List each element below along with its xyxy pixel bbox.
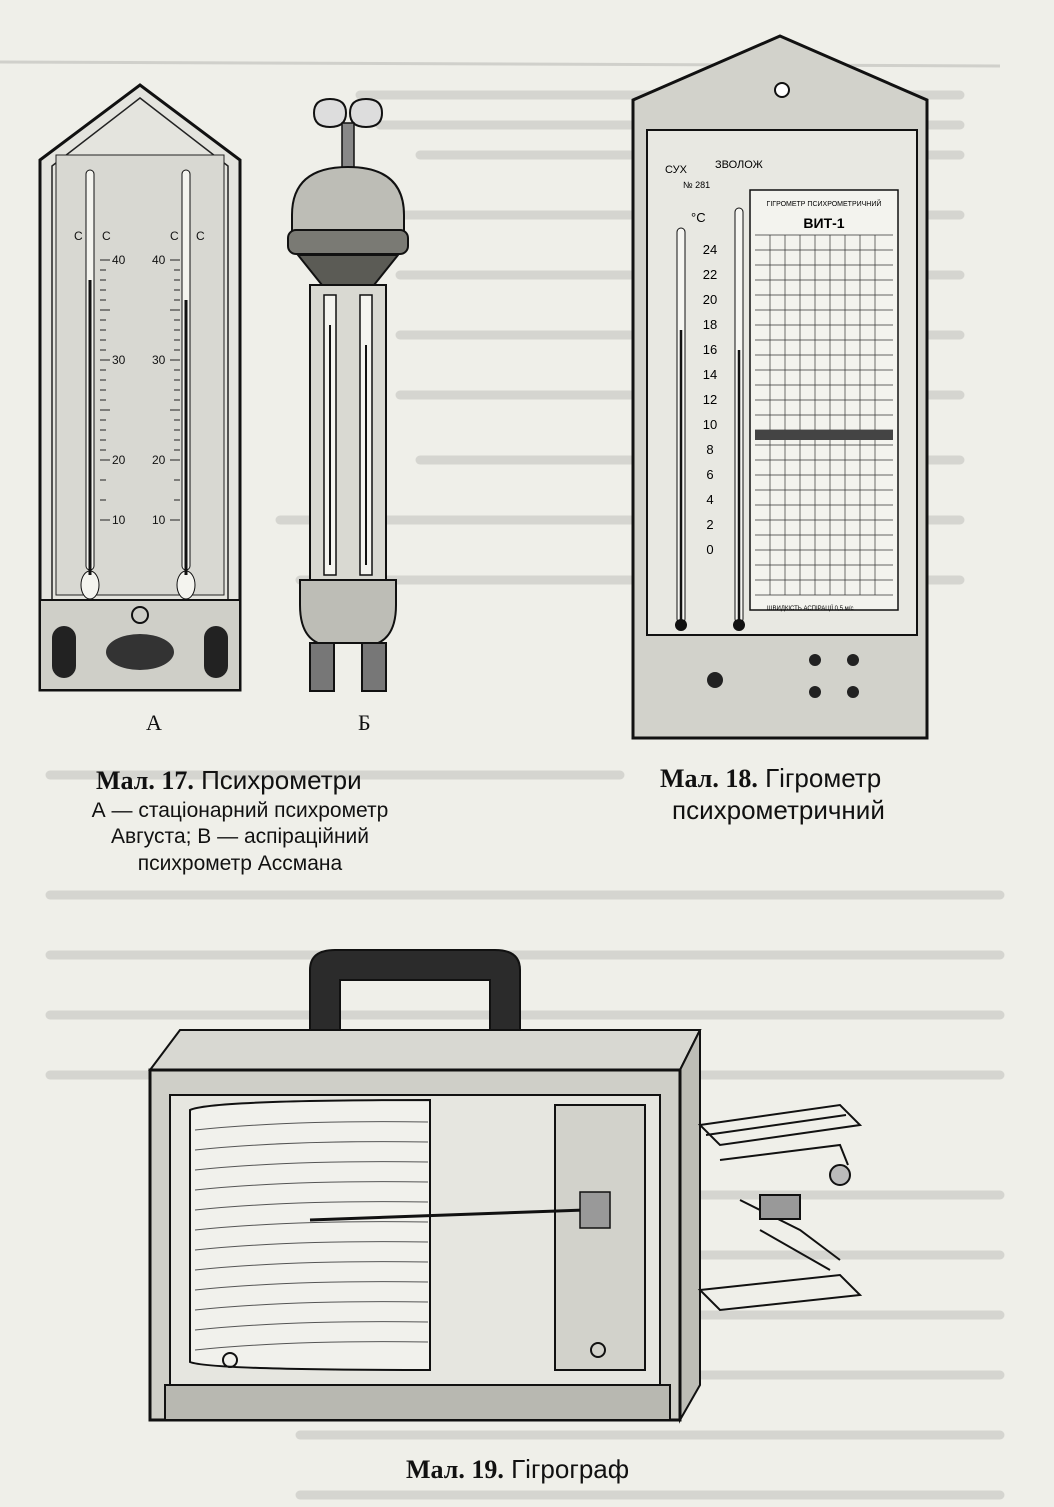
figure-18-number: Мал. 18. (660, 764, 758, 793)
figure-17-legend-line-2: Августа; В — аспіраційний (110, 825, 370, 849)
figure-18-title-line-2: психрометричний (672, 795, 885, 825)
figure-17-legend: А — стаціонарний психрометр Августа; В —… (50, 798, 430, 877)
figure-17-caption: Мал. 17. Психрометри (96, 764, 416, 798)
scale-6: 6 (706, 467, 713, 482)
scale-0: 0 (706, 542, 713, 557)
scale-mark-40: 40 (112, 253, 126, 267)
figure-19-number: Мал. 19. (406, 1455, 504, 1484)
scale-12: 12 (703, 392, 717, 407)
left-scale-unit-b: С (102, 229, 111, 243)
dry-thermometer-label: СУХ (665, 164, 688, 176)
temperature-unit: °C (691, 210, 706, 225)
scale-mark-20: 20 (112, 453, 126, 467)
figure-letter-a: А (146, 710, 162, 735)
scale-18: 18 (703, 317, 717, 332)
serial-number: № 281 (683, 180, 710, 190)
plate-footer: ШВИДКІСТЬ АСПІРАЦІЇ 0,5 м/с (767, 605, 853, 612)
scale-mark-30: 30 (112, 353, 126, 367)
scale-20: 20 (703, 292, 717, 307)
figure-19-caption: Мал. 19. Гігрограф (406, 1453, 726, 1487)
wet-thermometer-label: ЗВОЛОЖ (715, 159, 763, 171)
scale-16: 16 (703, 342, 717, 357)
scale-mark-40-r: 40 (152, 253, 166, 267)
scale-mark-10: 10 (112, 513, 126, 527)
scale-mark-30-r: 30 (152, 353, 166, 367)
scale-22: 22 (703, 267, 717, 282)
right-scale-unit: С (170, 229, 179, 243)
august-psychrometer-illustration: С С С С 40 30 20 10 40 30 20 10 (38, 83, 242, 692)
figure-17-legend-line-1: А — стаціонарний психрометр (91, 799, 389, 822)
plate-model: ВИТ-1 (803, 215, 844, 231)
right-scale-unit-b: С (196, 229, 205, 243)
figure-17-number: Мал. 17. (96, 766, 194, 795)
scale-4: 4 (706, 492, 713, 507)
assmann-psychrometer-illustration (287, 97, 409, 692)
scale-24: 24 (703, 242, 717, 257)
scale-mark-20-r: 20 (152, 453, 166, 467)
scale-14: 14 (703, 367, 717, 382)
figure-17-title: Психрометри (201, 765, 362, 795)
figure-18-caption: Мал. 18. Гігрометр (660, 762, 960, 796)
scale-mark-10-r: 10 (152, 513, 166, 527)
scale-2: 2 (706, 517, 713, 532)
plate-title: ГІГРОМЕТР ПСИХРОМЕТРИЧНИЙ (767, 199, 882, 208)
left-scale-unit: С (74, 229, 83, 243)
figure-letter-b: Б (358, 710, 371, 735)
figure-17-legend-line-3: психрометр Ассмана (137, 851, 343, 875)
scale-10: 10 (703, 417, 717, 432)
scale-8: 8 (706, 442, 713, 457)
vit-1-hygrometer-illustration: СУХ ЗВОЛОЖ № 281 °C 24 22 20 18 16 14 12… (631, 34, 929, 740)
figure-19-title: Гігрограф (511, 1454, 630, 1484)
figure-18-title: Гігрометр (765, 763, 882, 793)
hygrograph-illustration (148, 949, 863, 1424)
